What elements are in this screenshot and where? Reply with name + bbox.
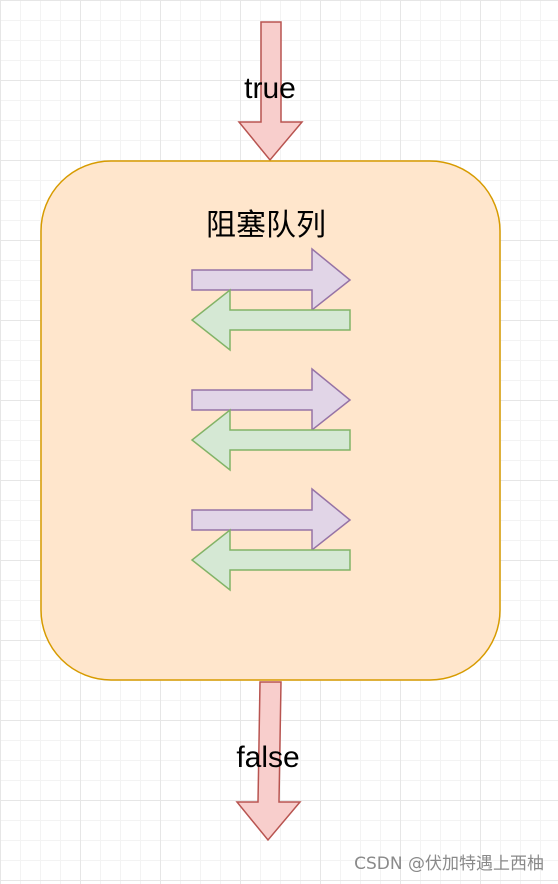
- dequeue-arrow-1: [190, 288, 351, 352]
- queue-title: 阻塞队列: [206, 208, 326, 243]
- dequeue-arrow-3: [190, 528, 351, 592]
- watermark: CSDN @伏加特遇上西柚: [354, 854, 544, 874]
- true-arrow: [237, 21, 304, 162]
- false-arrow: [235, 681, 302, 842]
- true-label: true: [244, 72, 296, 105]
- dequeue-arrow-2: [190, 408, 351, 472]
- enqueue-arrow-2: [191, 367, 352, 432]
- false-label: false: [236, 741, 300, 774]
- enqueue-arrow-3: [191, 487, 352, 552]
- blocking-queue-box: [40, 160, 501, 681]
- enqueue-arrow-1: [191, 247, 352, 312]
